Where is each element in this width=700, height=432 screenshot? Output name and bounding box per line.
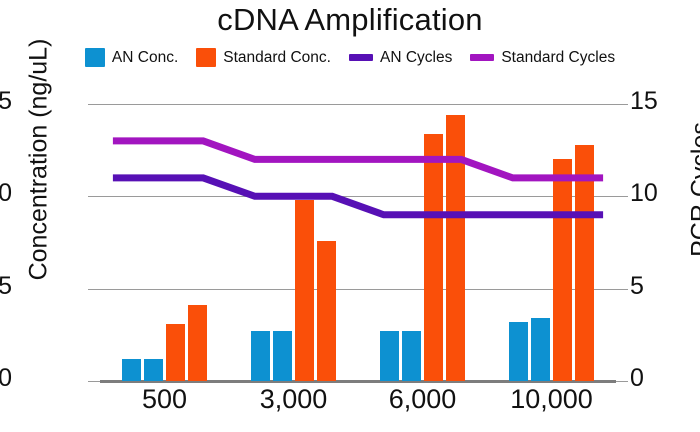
chart-legend: AN Conc. Standard Conc. AN Cycles Standa… [0, 48, 700, 67]
bar-an-conc-500-rep1[interactable] [121, 358, 142, 381]
x-axis-baseline [100, 380, 616, 383]
bar-an-conc-6000-rep2[interactable] [401, 331, 422, 381]
gridline [100, 196, 616, 198]
y-axis-left-tick-label-2: 50 [0, 179, 12, 208]
chart-title: cDNA Amplification [217, 2, 483, 37]
legend-label-an-conc: AN Conc. [111, 48, 179, 66]
x-axis-label-1: 3,000 [259, 384, 328, 414]
y-axis-right-tick-mark [616, 104, 628, 105]
x-axis-labels: 500 3,000 6,000 10,000 [100, 384, 616, 415]
y-axis-left-tick-mark [88, 288, 100, 290]
x-axis-label-2: 6,000 [388, 384, 457, 414]
gridline [100, 288, 616, 290]
y-axis-left-tick-mark [88, 104, 100, 105]
bar-standard-conc-6000-rep2[interactable] [445, 115, 466, 381]
y-axis-right-tick-label-0: 0 [630, 364, 644, 392]
legend-line-icon-standard-cycles [470, 54, 495, 61]
y-axis-right-tick-mark [616, 196, 628, 198]
y-axis-right-tick-mark [616, 381, 628, 382]
bar-standard-conc-3000-rep1[interactable] [294, 200, 315, 381]
bar-an-conc-500-rep2[interactable] [143, 358, 164, 381]
legend-line-icon-an-cycles [348, 54, 373, 61]
legend-swatch-icon-an-conc [84, 48, 105, 67]
bar-an-conc-3000-rep2[interactable] [272, 331, 293, 381]
y-axis-left-title: Concentration (ng/uL) [24, 38, 53, 281]
bar-an-conc-10000-rep1[interactable] [508, 321, 529, 381]
plot-area: 0 0 25 5 50 10 75 15 [0, 87, 658, 392]
line-series-layer [112, 137, 604, 219]
legend-swatch-icon-standard-conc [196, 48, 217, 67]
bar-standard-conc-10000-rep2[interactable] [574, 144, 595, 381]
y-axis-right-tick-mark [616, 288, 628, 290]
bar-standard-conc-500-rep1[interactable] [165, 323, 186, 381]
y-axis-right-tick-label-1: 5 [630, 271, 644, 300]
y-axis-left-tick-mark [88, 196, 100, 198]
legend-item-standard-cycles[interactable]: Standard Cycles [470, 49, 615, 67]
bar-an-conc-3000-rep1[interactable] [250, 331, 271, 381]
bar-standard-conc-500-rep2[interactable] [187, 305, 208, 381]
y-axis-left-tick-label-3: 75 [0, 87, 12, 115]
legend-item-an-cycles[interactable]: AN Cycles [348, 48, 453, 67]
y-axis-left-tick-label-1: 25 [0, 271, 12, 300]
y-axis-left-tick-mark [88, 381, 100, 382]
bar-standard-conc-3000-rep2[interactable] [316, 240, 337, 381]
bar-standard-conc-6000-rep1[interactable] [423, 133, 444, 381]
x-axis-label-3: 10,000 [510, 384, 593, 414]
legend-item-standard-conc[interactable]: Standard Conc. [196, 48, 331, 67]
legend-label-standard-cycles: Standard Cycles [501, 48, 616, 66]
line-an-cycles[interactable] [112, 174, 604, 219]
x-axis-label-0: 500 [141, 384, 188, 414]
bar-an-conc-10000-rep2[interactable] [530, 318, 551, 381]
line-standard-cycles[interactable] [112, 137, 604, 182]
legend-item-an-conc[interactable]: AN Conc. [84, 48, 179, 67]
y-axis-right-tick-label-3: 15 [630, 87, 658, 115]
legend-label-an-cycles: AN Cycles [379, 48, 453, 66]
gridline [100, 104, 616, 105]
y-axis-left-tick-label-0: 0 [0, 364, 12, 392]
y-axis-right-tick-label-2: 10 [630, 179, 658, 208]
bar-an-conc-6000-rep1[interactable] [379, 331, 400, 381]
legend-label-standard-conc: Standard Conc. [223, 48, 331, 66]
